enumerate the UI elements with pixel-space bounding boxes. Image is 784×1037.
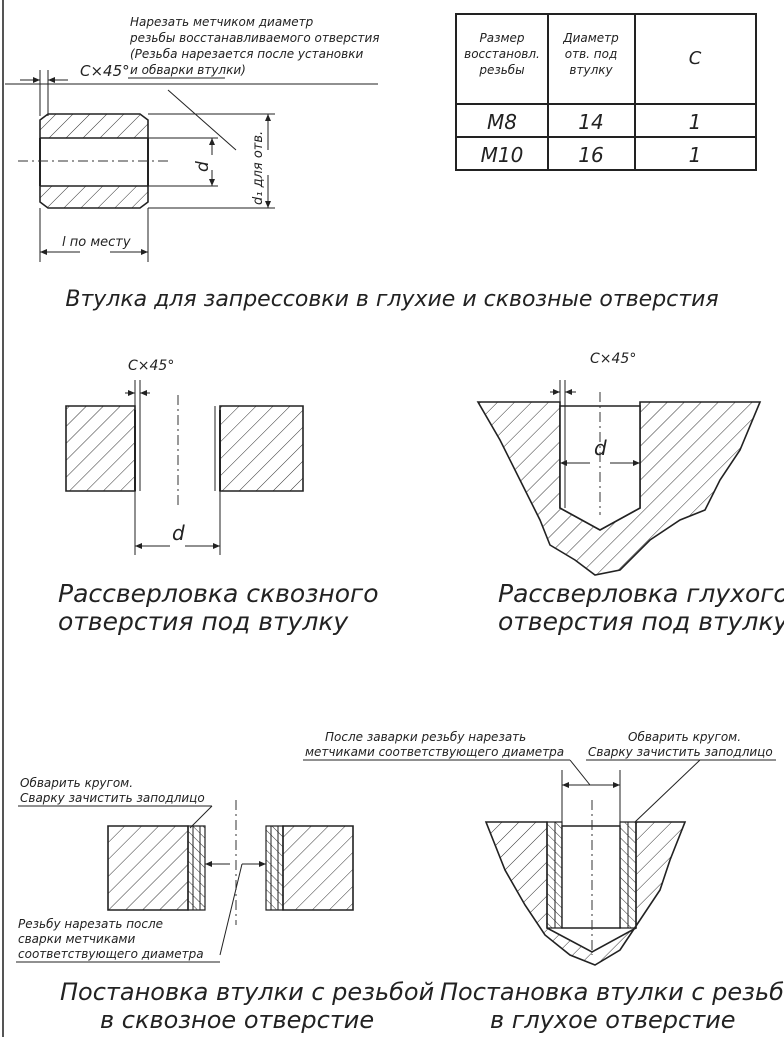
drill-through-drawing: C×45° d	[65, 358, 304, 555]
thread-through-caption-line1: Постановка втулки с резьбой	[60, 978, 434, 1006]
table-header-diam-line2: отв. под	[565, 47, 618, 61]
bushing-dim-d: d	[193, 161, 213, 172]
thread-blind-note-right-line2: Сварку зачистить заподлицо	[588, 745, 773, 759]
table-cell-r1-c1: 16	[578, 143, 603, 167]
thread-blind-note-right-line1: Обварить кругом.	[628, 730, 741, 744]
drill-blind-caption-line2: отверстия под втулку	[498, 607, 784, 636]
bushing-note-line3: (Резьба нарезается после установки	[130, 47, 363, 61]
table-header-size-line2: восстановл.	[464, 47, 540, 61]
drill-through-caption-line1: Рассверловка сквозного	[58, 579, 378, 608]
drill-through-chamfer: C×45°	[128, 358, 174, 374]
bushing-note-line4: и обварки втулки)	[130, 63, 246, 77]
bushing-dim-d1: d₁ для отв.	[251, 131, 266, 205]
bushing-drawing: Нарезать метчиком диаметр резьбы восстан…	[5, 15, 380, 262]
table-cell-r0-c2: 1	[689, 110, 702, 134]
thread-through-note-bottom-line1: Резьбу нарезать после	[18, 917, 163, 931]
bushing-note-line2: резьбы восстанавливаемого отверстия	[129, 31, 380, 45]
thread-blind-drawing: После заварки резьбу нарезать метчиками …	[303, 730, 776, 966]
bushing-dim-l: l по месту	[62, 235, 131, 250]
bushing-note-line1: Нарезать метчиком диаметр	[130, 15, 314, 29]
drill-blind-drawing: C×45° d	[476, 351, 762, 576]
drill-blind-chamfer: C×45°	[590, 351, 636, 367]
table-cell-r1-c0: M10	[481, 143, 524, 167]
thread-through-note-bottom-line3: соответствующего диаметра	[18, 947, 204, 961]
drill-through-dim-d: d	[172, 521, 185, 545]
table-cell-r1-c2: 1	[689, 143, 702, 167]
thread-through-caption-line2: в сквозное отверстие	[100, 1006, 374, 1034]
thread-blind-note-left-line1: После заварки резьбу нарезать	[325, 730, 526, 744]
thread-through-note-top-line1: Обварить кругом.	[20, 776, 133, 790]
thread-blind-caption-line1: Постановка втулки с резьбой	[440, 978, 784, 1006]
bushing-chamfer-label: C×45°	[80, 62, 130, 80]
size-table: Размер восстановл. резьбы Диаметр отв. п…	[455, 13, 757, 171]
table-header-c: C	[689, 48, 702, 69]
table-cell-r0-c0: M8	[487, 110, 517, 134]
drill-through-caption-line2: отверстия под втулку	[58, 607, 349, 636]
table-header-diam-line1: Диаметр	[562, 31, 619, 45]
thread-through-note-bottom-line2: сварки метчиками	[18, 932, 135, 946]
bushing-title: Втулка для запрессовки в глухие и сквозн…	[65, 287, 718, 312]
table-header-size-line3: резьбы	[478, 63, 524, 77]
thread-through-note-top-line2: Сварку зачистить заподлицо	[20, 791, 205, 805]
thread-blind-note-left-line2: метчиками соответствующего диаметра	[305, 745, 564, 759]
drill-blind-caption-line1: Рассверловка глухого	[498, 579, 784, 608]
thread-through-drawing: Обварить кругом. Сварку зачистить заподл…	[16, 776, 354, 963]
thread-blind-caption-line2: в глухое отверстие	[490, 1006, 736, 1034]
table-header-size-line1: Размер	[479, 31, 524, 45]
drill-blind-dim-d: d	[594, 436, 607, 460]
table-header-diam-line3: втулку	[569, 63, 613, 77]
table-cell-r0-c1: 14	[578, 110, 603, 134]
